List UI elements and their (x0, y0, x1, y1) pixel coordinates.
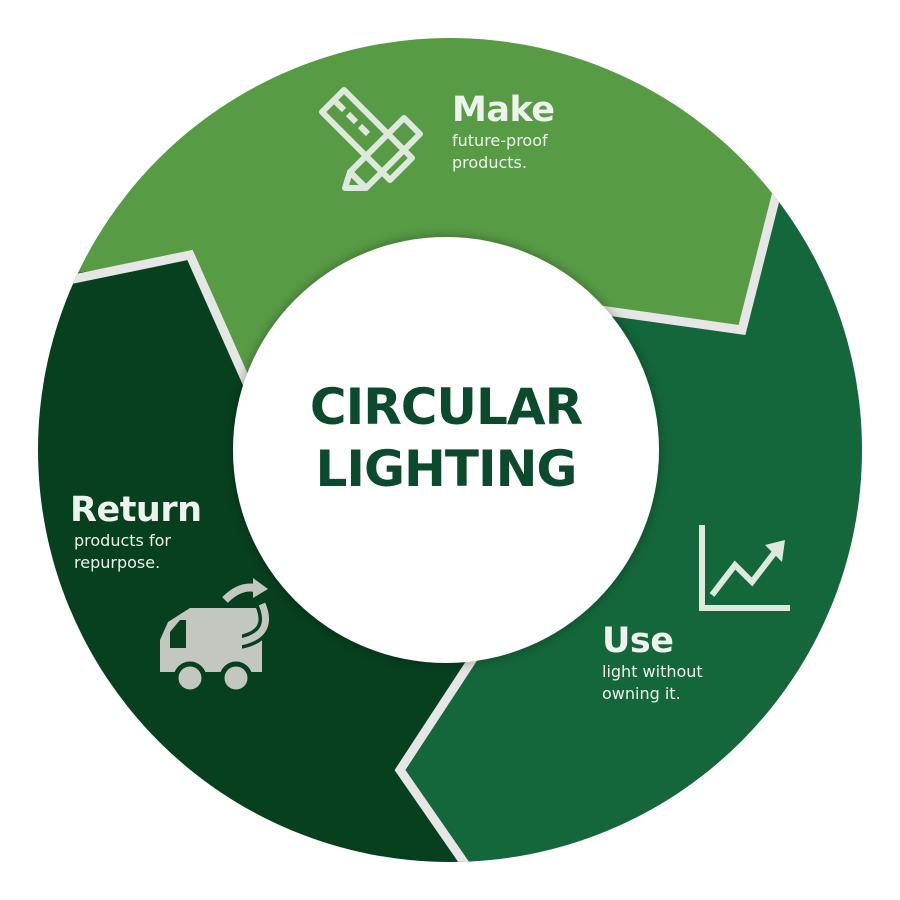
center-title: CIRCULAR LIGHTING (246, 376, 646, 500)
use-title: Use (602, 621, 674, 661)
use-subtitle-line2: owning it. (602, 684, 681, 703)
make-title: Make (452, 90, 555, 130)
use-subtitle-line1: light without (602, 662, 703, 681)
return-subtitle-line2: repurpose. (74, 553, 161, 572)
growth-chart-icon (699, 525, 790, 611)
make-subtitle-line1: future-proof (452, 131, 548, 150)
truck-recycle-icon (160, 578, 273, 695)
segment-make (38, 38, 862, 450)
return-label: Return products for repurpose. (70, 490, 202, 574)
divider (38, 249, 255, 392)
center-title-line2: LIGHTING (315, 440, 578, 498)
make-subtitle-line2: products. (452, 153, 527, 172)
divider (394, 622, 499, 862)
use-label: Use light without owning it. (602, 621, 703, 705)
center-circle (233, 237, 659, 663)
make-label: Make future-proof products. (452, 90, 555, 174)
return-subtitle-line1: products for (74, 531, 171, 550)
ruler-pencil-icon (319, 87, 423, 191)
center-title-line1: CIRCULAR (309, 378, 583, 436)
return-title: Return (70, 490, 202, 530)
